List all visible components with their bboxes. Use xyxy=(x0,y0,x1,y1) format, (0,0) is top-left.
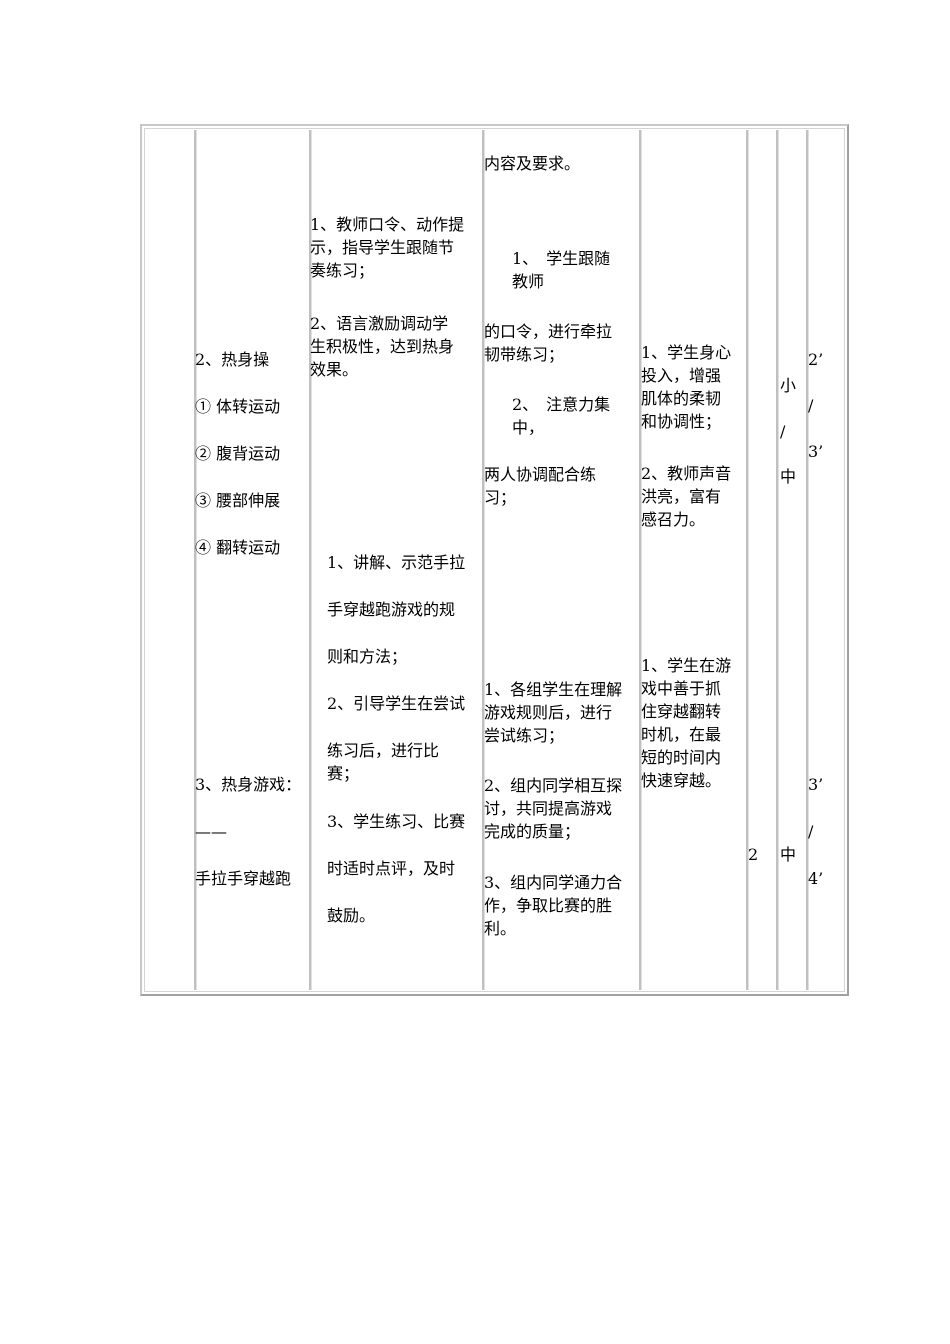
student-warmup-line: 2、 注意力集 xyxy=(512,395,611,414)
student-game-line: 讨，共同提高游戏 xyxy=(484,799,613,818)
teacher-warmup-line: 奏练习； xyxy=(310,261,375,280)
teacher-game-line: 时适时点评，及时 xyxy=(327,859,456,878)
activity-game-name: 手拉手穿越跑 xyxy=(195,869,292,888)
time-warmup: 2’ xyxy=(808,350,824,369)
student-warmup-line: 1、 学生跟随 xyxy=(512,249,611,268)
requirement-warmup-line: 感召力。 xyxy=(641,510,706,529)
student-game-line: 3、组内同学通力合 xyxy=(484,873,623,892)
student-warmup-line: 中， xyxy=(512,418,545,437)
student-warmup-line: 的口令，进行牵拉 xyxy=(484,322,613,341)
requirement-game-line: 时机，在最 xyxy=(641,725,722,744)
requirement-warmup-line: 投入，增强 xyxy=(641,366,722,385)
student-top-line: 内容及要求。 xyxy=(484,154,581,173)
teacher-warmup-line: 效果。 xyxy=(310,360,359,379)
time-warmup: / xyxy=(808,396,814,415)
requirement-game-line: 戏中善于抓 xyxy=(641,679,722,698)
column-divider xyxy=(806,130,809,990)
student-warmup-line: 教师 xyxy=(512,272,545,291)
requirement-warmup-line: 2、教师声音 xyxy=(641,464,732,483)
intensity-warmup: 中 xyxy=(780,467,797,486)
teacher-game-line: 鼓励。 xyxy=(327,906,376,925)
requirement-warmup-line: 和协调性； xyxy=(641,412,722,431)
activity-warmup-title: 2、热身操 xyxy=(195,350,270,369)
table-inner-border xyxy=(144,128,845,992)
lesson-plan-table xyxy=(140,124,849,996)
student-game-line: 利。 xyxy=(484,919,517,938)
requirement-game-line: 1、学生在游 xyxy=(641,656,732,675)
student-warmup-line: 两人协调配合练 xyxy=(484,465,597,484)
column-divider xyxy=(639,130,642,990)
student-game-line: 作，争取比赛的胜 xyxy=(484,896,613,915)
time-warmup: 3’ xyxy=(808,442,824,461)
student-warmup-line: 习； xyxy=(484,488,517,507)
teacher-warmup-line: 2、语言激励调动学 xyxy=(310,314,449,333)
time-game: 3’ xyxy=(808,775,824,794)
teacher-warmup-line: 1、教师口令、动作提 xyxy=(310,215,465,234)
requirement-game-line: 短的时间内 xyxy=(641,748,722,767)
activity-warmup-item: ① 体转运动 xyxy=(195,397,281,416)
student-game-line: 游戏规则后，进行 xyxy=(484,703,613,722)
intensity-game: 中 xyxy=(780,845,797,864)
teacher-warmup-line: 生积极性，达到热身 xyxy=(310,337,455,356)
teacher-warmup-line: 示，指导学生跟随节 xyxy=(310,238,455,257)
teacher-game-line: 3、学生练习、比赛 xyxy=(327,812,466,831)
column-divider xyxy=(482,130,485,990)
teacher-game-line: 赛； xyxy=(327,764,360,783)
activity-warmup-item: ④ 翻转运动 xyxy=(195,538,281,557)
activity-warmup-item: ② 腹背运动 xyxy=(195,444,281,463)
time-game: 4’ xyxy=(808,869,824,888)
column-divider xyxy=(776,130,779,990)
requirement-game-line: 住穿越翻转 xyxy=(641,702,722,721)
activity-warmup-item: ③ 腰部伸展 xyxy=(195,491,281,510)
teacher-game-line: 则和方法； xyxy=(327,647,408,666)
teacher-game-line: 2、引导学生在尝试 xyxy=(327,694,466,713)
requirement-game-line: 快速穿越。 xyxy=(641,771,722,790)
teacher-game-line: 练习后，进行比 xyxy=(327,741,440,760)
count-game: 2 xyxy=(748,845,759,864)
column-divider xyxy=(746,130,749,990)
student-warmup-line: 韧带练习； xyxy=(484,345,565,364)
requirement-warmup-line: 1、学生身心 xyxy=(641,343,732,362)
student-game-line: 完成的质量； xyxy=(484,822,581,841)
column-divider xyxy=(194,130,197,990)
student-game-line: 1、各组学生在理解 xyxy=(484,680,623,699)
time-game: / xyxy=(808,822,814,841)
requirement-warmup-line: 洪亮，富有 xyxy=(641,487,722,506)
activity-game-title: 3、热身游戏： xyxy=(195,775,302,794)
intensity-warmup: 小 xyxy=(780,376,797,395)
student-game-line: 2、组内同学相互探 xyxy=(484,776,623,795)
requirement-warmup-line: 肌体的柔韧 xyxy=(641,389,722,408)
activity-game-dash: —— xyxy=(195,822,227,841)
column-divider xyxy=(309,130,312,990)
student-game-line: 尝试练习； xyxy=(484,726,565,745)
teacher-game-line: 手穿越跑游戏的规 xyxy=(327,600,456,619)
teacher-game-line: 1、讲解、示范手拉 xyxy=(327,553,466,572)
intensity-warmup: / xyxy=(780,422,786,441)
